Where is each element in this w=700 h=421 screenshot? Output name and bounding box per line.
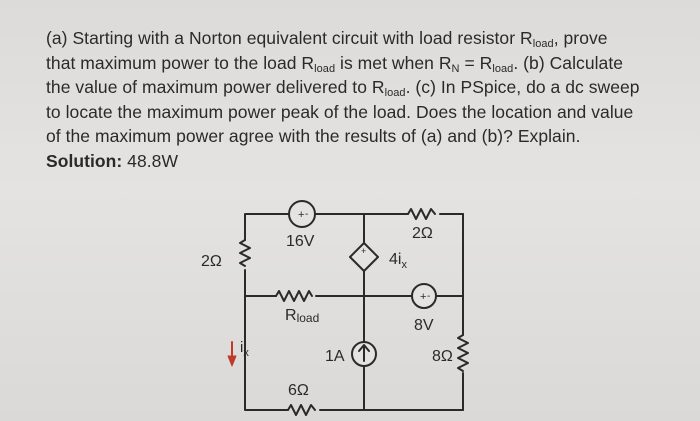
v16-plus-sign: + — [298, 209, 304, 221]
problem-statement: (a) Starting with a Norton equivalent ci… — [46, 26, 686, 174]
problem-line-2: that maximum power to the load Rload is … — [46, 52, 624, 75]
current-arrow-icon — [358, 344, 370, 362]
solution-line: Solution: 48.8W — [46, 149, 686, 174]
resistor-8ohm — [457, 334, 469, 372]
voltage-source-8v — [411, 283, 437, 309]
label-r-load: Rload — [285, 307, 319, 325]
label-i-src: 1A — [325, 348, 345, 365]
voltage-source-16v — [288, 200, 316, 228]
label-v16: 16V — [286, 233, 315, 250]
label-r-right: 8Ω — [432, 348, 453, 365]
resistor-6ohm — [287, 404, 316, 416]
problem-line-1: (a) Starting with a Norton equivalent ci… — [46, 28, 608, 50]
v16-minus-sign: - — [305, 209, 308, 220]
label-r-bottom: 6Ω — [288, 382, 309, 399]
label-v8: 8V — [414, 317, 434, 334]
label-r-left: 2Ω — [201, 253, 222, 270]
problem-line-5: of the maximum power agree with the resu… — [46, 126, 581, 147]
dependent-voltage-source — [349, 242, 379, 272]
ix-current-arrow-icon — [227, 341, 237, 367]
circuit-wires — [244, 213, 464, 411]
resistor-2ohm-top — [407, 208, 436, 220]
problem-line-3: the value of maximum power delivered to … — [46, 77, 640, 100]
resistor-2ohm-left — [239, 239, 251, 267]
solution-value: 48.8W — [122, 150, 179, 171]
resistor-rload — [275, 290, 313, 302]
label-dep-source: 4ix — [389, 251, 407, 271]
label-r-top-right: 2Ω — [412, 225, 433, 242]
problem-line-4: to locate the maximum power peak of the … — [46, 101, 634, 122]
solution-label: Solution: — [46, 150, 123, 171]
dep-plus-sign: + — [361, 246, 366, 256]
label-ix: ix — [240, 339, 249, 359]
v8-plus-sign: + — [420, 291, 426, 303]
v8-minus-sign: - — [427, 291, 430, 302]
